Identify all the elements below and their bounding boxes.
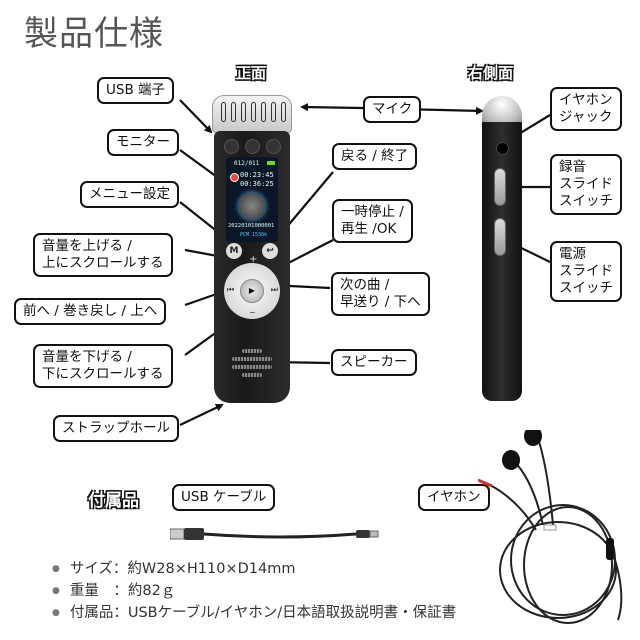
callout-usb-port: USB 端子 <box>97 77 175 104</box>
callout-strap-hole: ストラップホール <box>53 415 179 442</box>
front-body: 012/011 00:23:45 00:36:25 20220101000001… <box>214 131 290 403</box>
elapsed-time: 00:23:45 <box>240 171 274 179</box>
audio-format: PCM 1536k <box>240 232 268 238</box>
navigation-dial: + ⏮ ⏭ ▶ − <box>224 254 280 319</box>
earphone-jack <box>496 142 509 155</box>
record-slide-switch[interactable] <box>494 168 506 206</box>
callout-power-switch: 電源 スライド スイッチ <box>550 241 622 302</box>
track-counter: 012/011 <box>234 160 260 167</box>
earphones-image <box>478 430 623 624</box>
spec-size: サイズ：約W28×H110×D14mm <box>52 558 456 580</box>
front-view-heading: 正面 <box>236 64 267 82</box>
callout-record-switch: 録音 スライド スイッチ <box>550 154 622 215</box>
page-title: 製品仕様 <box>24 14 164 54</box>
back-button[interactable]: ↩ <box>262 243 278 259</box>
spec-list: サイズ：約W28×H110×D14mm 重量 ：約82ｇ 付属品：USBケーブル… <box>52 558 456 624</box>
menu-button[interactable]: M <box>226 243 242 259</box>
waveform-icon <box>239 193 265 219</box>
power-slide-switch[interactable] <box>494 218 506 256</box>
microphone-cap <box>482 96 522 124</box>
callout-next-track: 次の曲 / 早送り / 下へ <box>331 272 430 316</box>
volume-up-button[interactable]: + <box>249 254 258 265</box>
side-body <box>482 122 522 401</box>
usb-cable-image <box>170 528 379 540</box>
callout-volume-up: 音量を上げる / 上にスクロールする <box>33 233 173 277</box>
spec-weight: 重量 ：約82ｇ <box>52 580 456 602</box>
monitor-screen: 012/011 00:23:45 00:36:25 20220101000001… <box>226 157 278 242</box>
callout-menu-settings: メニュー設定 <box>80 181 179 208</box>
callout-back-end: 戻る / 終了 <box>332 143 418 170</box>
microphone-grill <box>212 95 292 133</box>
volume-down-button[interactable]: − <box>249 308 256 317</box>
callout-speaker: スピーカー <box>331 349 417 376</box>
accessories-heading: 付属品 <box>88 491 139 511</box>
total-time: 00:36:25 <box>240 180 274 188</box>
callout-monitor: モニター <box>107 129 179 156</box>
record-indicator-icon <box>230 173 239 182</box>
previous-button[interactable]: ⏮ <box>227 285 235 294</box>
side-device-image <box>482 96 522 401</box>
usb-cable-label: USB ケーブル <box>172 484 276 511</box>
side-view-heading: 右側面 <box>468 64 514 82</box>
callout-volume-down: 音量を下げる / 下にスクロールする <box>33 344 173 388</box>
earphones-label: イヤホン <box>418 484 490 511</box>
file-name: 20220101000001 <box>228 223 275 229</box>
callout-pause-play-ok: 一時停止 / 再生 /OK <box>332 199 413 243</box>
callout-earphone-jack: イヤホン ジャック <box>550 87 622 131</box>
next-button[interactable]: ⏭ <box>270 285 278 294</box>
play-pause-button[interactable]: ▶ <box>240 279 264 303</box>
callout-mic: マイク <box>363 96 422 123</box>
spec-accessories: 付属品：USBケーブル/イヤホン/日本語取扱説明書・保証書 <box>52 602 456 624</box>
front-device-image: 012/011 00:23:45 00:36:25 20220101000001… <box>212 95 292 405</box>
callout-previous: 前へ / 巻き戻し / 上へ <box>14 298 167 325</box>
